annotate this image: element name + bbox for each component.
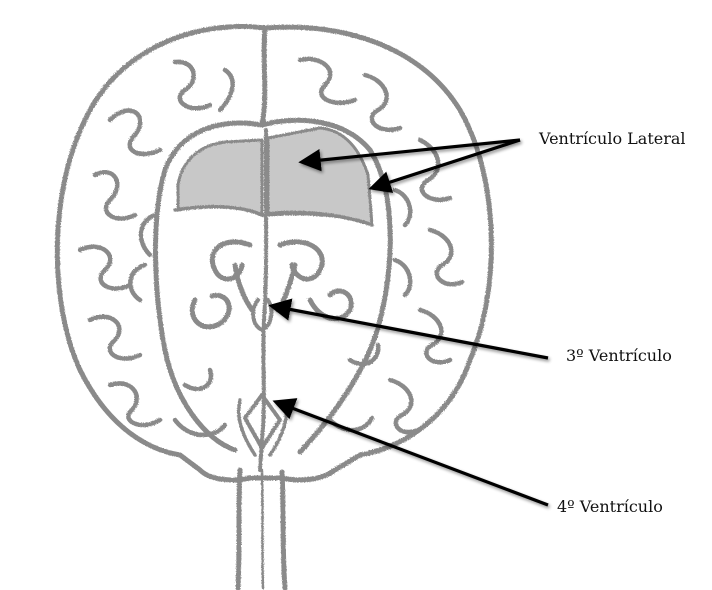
label-fourth-ventricle: 4º Ventrículo	[557, 499, 663, 515]
label-third-ventricle: 3º Ventrículo	[566, 348, 672, 364]
right-gyri	[300, 59, 462, 432]
longitudinal-fissure	[262, 28, 265, 125]
lateral-ventricle-right	[268, 128, 372, 225]
brainstem-left	[238, 470, 240, 588]
label-lateral-ventricle: Ventrículo Lateral	[539, 131, 686, 147]
brainstem-center	[262, 470, 263, 588]
brainstem-right	[282, 472, 285, 588]
lateral-ventricle-left	[178, 140, 262, 215]
arrow-third-ventricle	[272, 306, 548, 358]
arrow-fourth-ventricle	[276, 402, 548, 505]
